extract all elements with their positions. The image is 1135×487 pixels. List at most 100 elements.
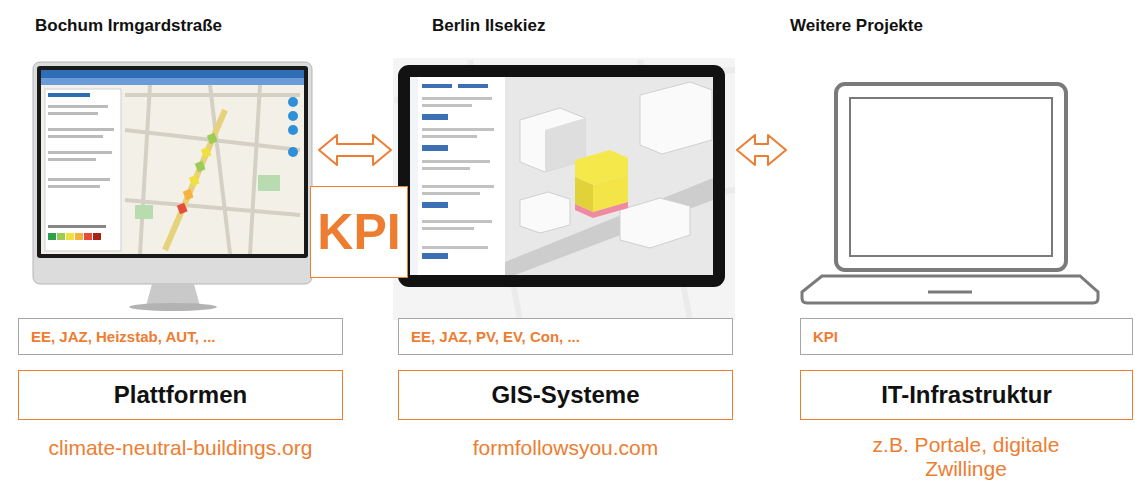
kpi-list: EE, JAZ, PV, EV, Con, ... — [411, 328, 580, 345]
map-screenshot — [75, 233, 83, 240]
kpi-list: KPI — [813, 328, 838, 345]
map-screenshot — [48, 135, 103, 138]
map-screenshot — [288, 97, 298, 107]
tablet — [410, 77, 713, 275]
feature-box: EE, JAZ, PV, EV, Con, ... — [398, 318, 733, 355]
map-screenshot — [48, 151, 112, 154]
device-node: Berlin Ilsekiez — [395, 8, 733, 320]
gis-screenshot — [422, 192, 480, 195]
category-box: Plattformen — [18, 370, 343, 420]
double-arrow — [737, 135, 786, 165]
tablet — [395, 60, 735, 320]
gis-screenshot — [422, 185, 494, 188]
gis-screenshot — [422, 145, 448, 151]
gis-screenshot — [410, 77, 418, 275]
column-heading: Berlin Ilsekiez — [395, 8, 733, 36]
gis-screenshot — [422, 202, 448, 208]
kpi-list: EE, JAZ, Heizstab, AUT, ... — [31, 328, 215, 345]
gis-screenshot — [422, 220, 492, 223]
map-screenshot — [66, 233, 74, 240]
gis-screenshot — [410, 77, 505, 275]
gis-screenshot — [410, 77, 713, 275]
gis-screenshot — [422, 160, 490, 163]
category-box: IT-Infrastruktur — [800, 370, 1133, 420]
map-screenshot — [48, 112, 98, 115]
url-label: z.B. Portale, digitale Zwillinge — [835, 433, 1097, 481]
gis-screenshot — [458, 84, 488, 88]
url-label: formfollowsyou.com — [398, 436, 733, 460]
map-screenshot — [195, 161, 206, 172]
gis-screenshot — [422, 135, 477, 138]
feature-box: KPI — [800, 318, 1133, 355]
tablet — [393, 58, 735, 320]
box-label: Plattformen — [114, 381, 247, 409]
box-label: KPI — [317, 207, 400, 257]
gis-screenshot — [575, 202, 628, 218]
map-screenshot — [41, 70, 304, 254]
map-screenshot — [48, 178, 110, 181]
gis-screenshot — [422, 128, 494, 131]
map-screenshot — [48, 128, 114, 131]
desktop-monitor — [33, 62, 312, 284]
map-screenshot — [48, 185, 100, 188]
gis-screenshot — [422, 114, 448, 120]
desktop-monitor — [146, 284, 200, 306]
map-screenshot — [177, 203, 188, 214]
desktop-monitor — [129, 303, 217, 311]
map-screenshot — [48, 225, 106, 228]
gis-screenshot — [422, 97, 492, 100]
column-heading: Bochum Irmgardstraße — [30, 8, 315, 36]
map-screenshot — [288, 111, 298, 121]
map-screenshot — [48, 105, 108, 108]
feature-box: EE, JAZ, Heizstab, AUT, ... — [18, 318, 343, 355]
map-screenshot — [165, 110, 225, 250]
device-node: Weitere Projekte — [790, 8, 1110, 308]
map-screenshot — [207, 133, 218, 144]
column-heading: Weitere Projekte — [790, 8, 1110, 36]
laptop-icon — [836, 84, 1066, 270]
map-screenshot — [48, 93, 90, 97]
device-node: Bochum Irmgardstraße — [30, 8, 315, 315]
gis-screenshot — [620, 198, 690, 248]
map-screenshot — [189, 175, 200, 186]
box-label: IT-Infrastruktur — [881, 381, 1052, 409]
map-screenshot — [41, 78, 304, 85]
gis-screenshot — [422, 167, 470, 170]
url-label: climate-neutral-buildings.org — [18, 436, 343, 460]
map-screenshot — [135, 205, 153, 219]
desktop-monitor — [33, 62, 312, 311]
laptop-icon — [928, 291, 972, 294]
map-screenshot — [288, 125, 298, 135]
map-screenshot — [125, 85, 300, 254]
map-screenshot — [48, 158, 96, 161]
tablet — [398, 65, 725, 287]
gis-screenshot — [422, 253, 448, 259]
kpi-box: KPI — [310, 186, 408, 278]
map-screenshot — [45, 89, 121, 251]
box-label: GIS-Systeme — [491, 381, 639, 409]
laptop-icon — [850, 98, 1052, 256]
map-screenshot — [258, 175, 280, 191]
laptop-icon — [802, 84, 1098, 303]
gis-screenshot — [422, 246, 488, 249]
map-screenshot — [288, 147, 298, 157]
laptop-icon — [802, 276, 1098, 303]
map-screenshot — [93, 233, 101, 240]
map-screenshot — [41, 70, 304, 254]
map-screenshot — [201, 147, 212, 158]
double-arrow — [319, 135, 391, 165]
map-screenshot — [57, 233, 65, 240]
map-screenshot — [84, 233, 92, 240]
map-screenshot — [48, 233, 56, 240]
map-screenshot — [41, 70, 304, 78]
gis-screenshot — [422, 84, 452, 88]
gis-screenshot — [422, 104, 472, 107]
category-box: GIS-Systeme — [398, 370, 733, 420]
desktop-monitor — [37, 66, 308, 258]
tablet — [393, 58, 735, 320]
gis-screenshot — [422, 227, 474, 230]
gis-screenshot — [520, 192, 570, 233]
map-screenshot — [183, 189, 194, 200]
gis-screenshot — [640, 82, 712, 154]
